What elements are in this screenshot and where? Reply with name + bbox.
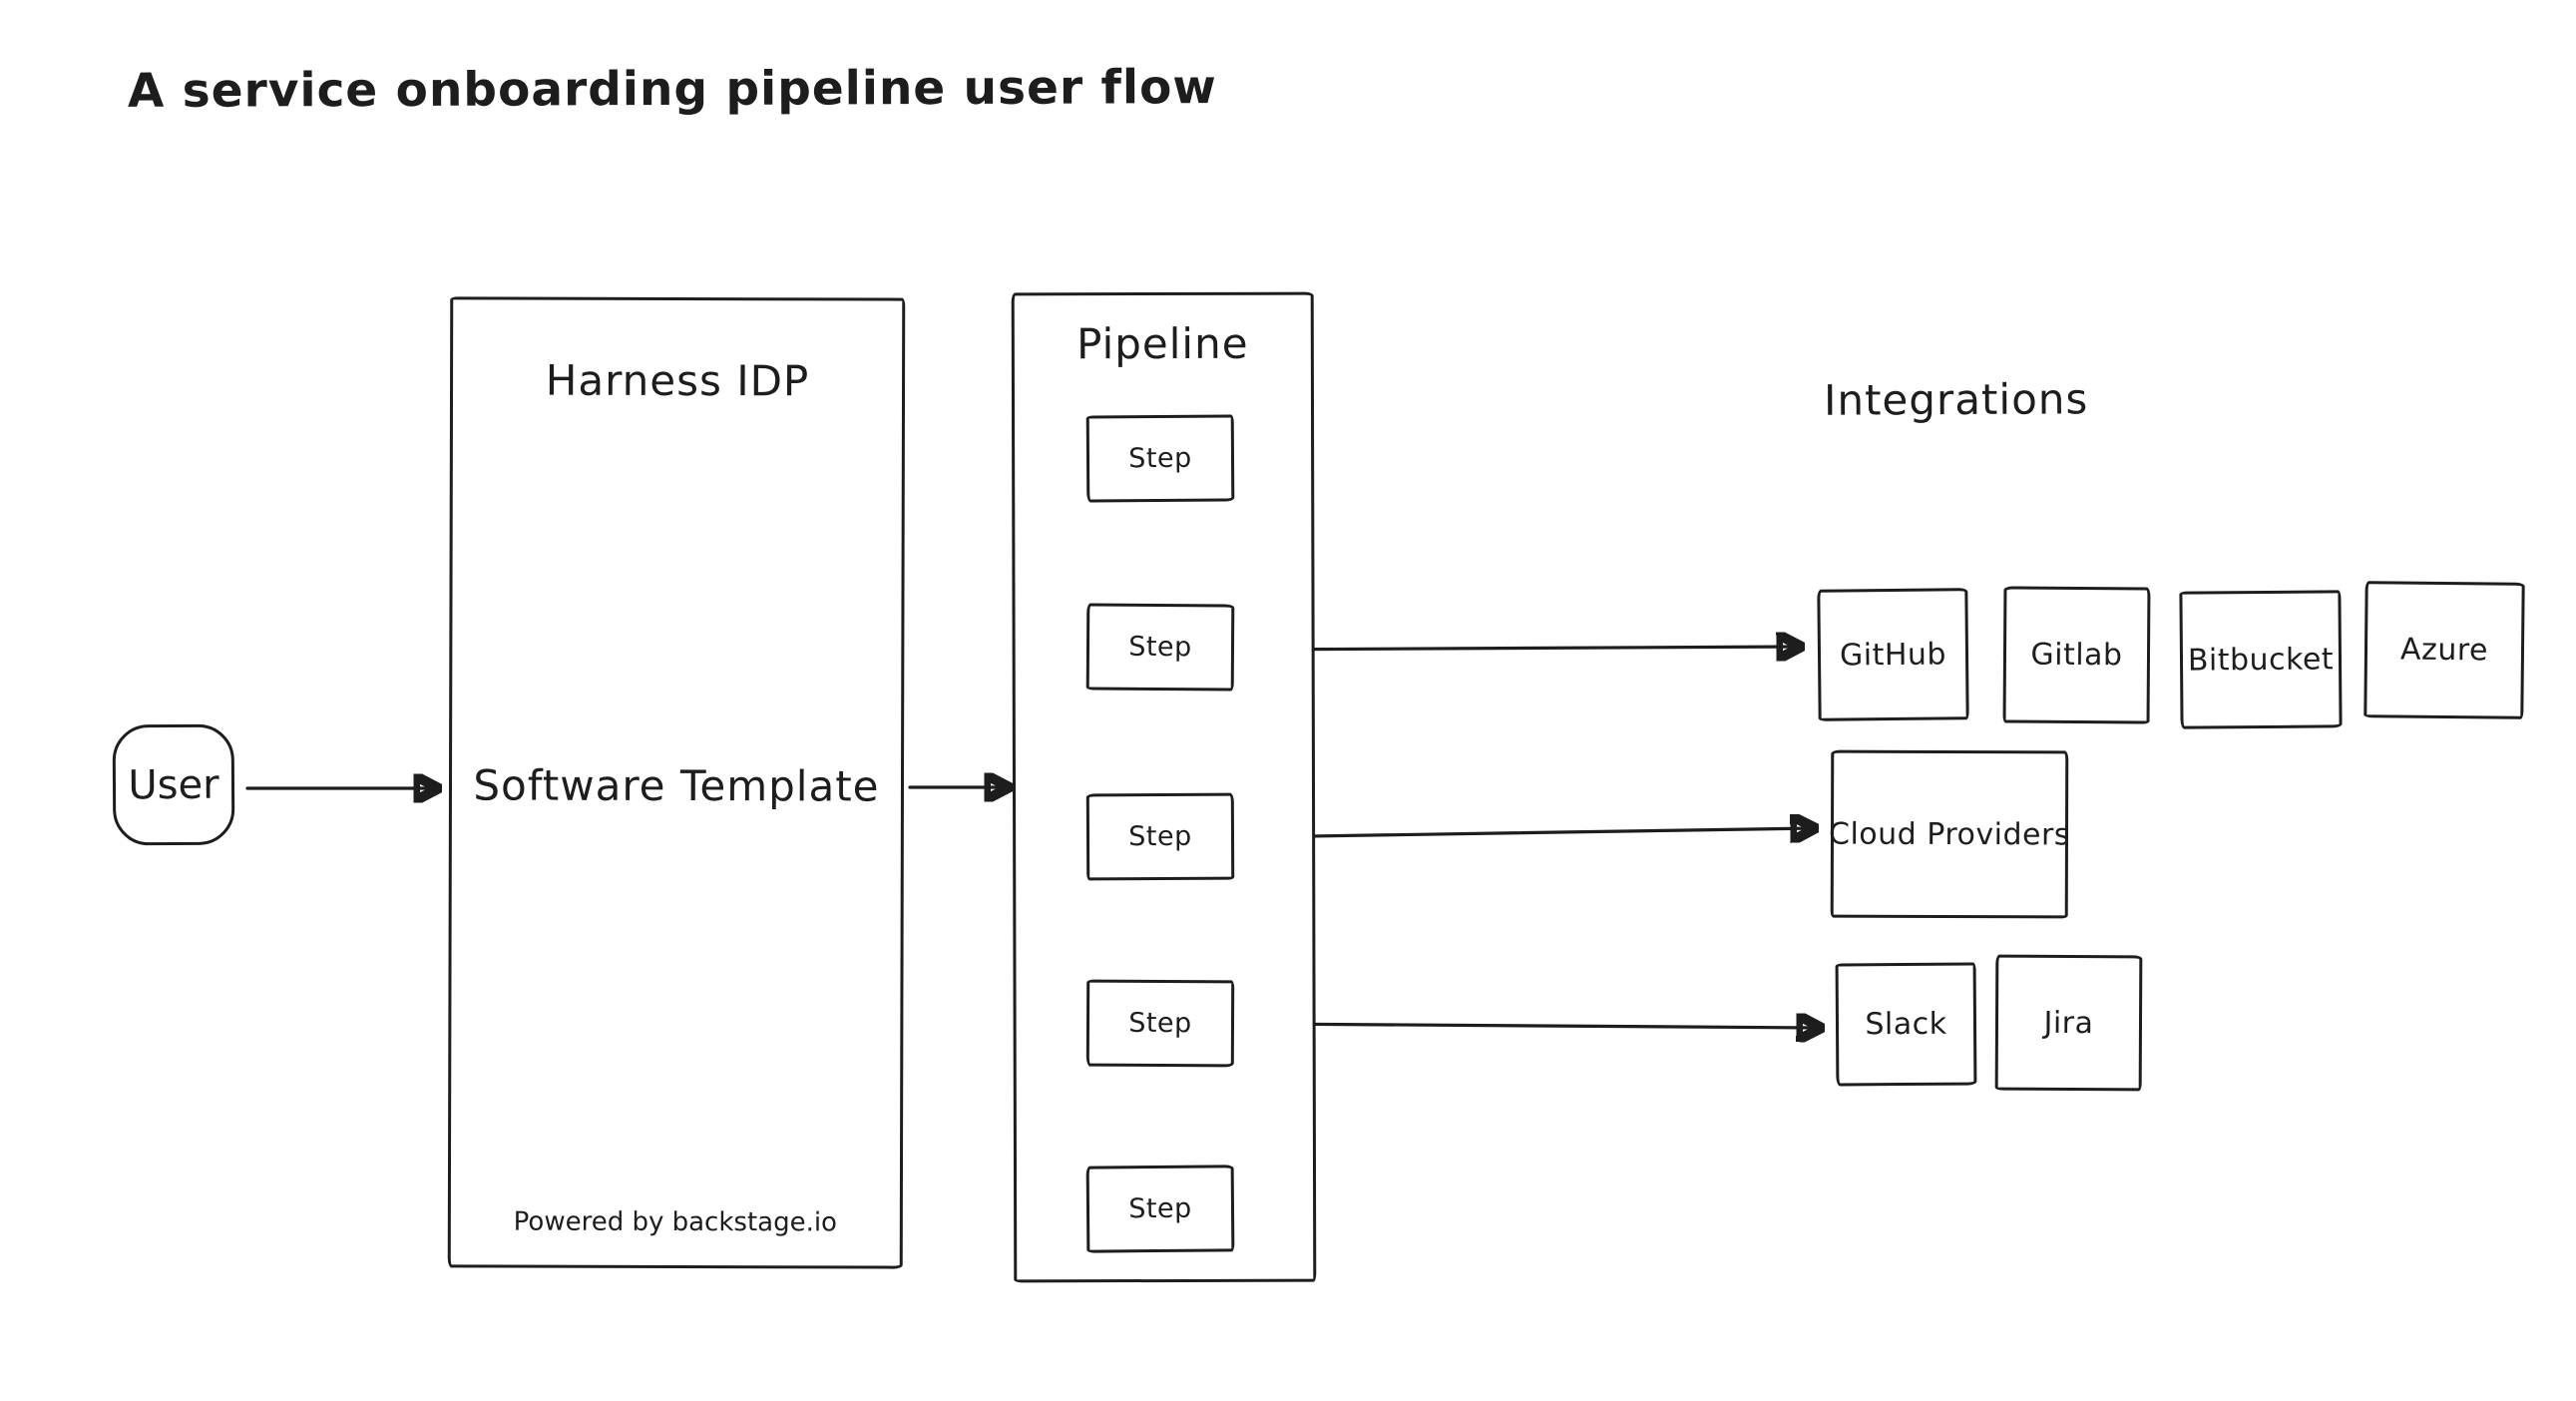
azure-label: Azure <box>2399 632 2489 669</box>
node-step-1: Step <box>1085 414 1235 503</box>
step-label: Step <box>1128 631 1192 664</box>
node-step-2: Step <box>1085 603 1235 692</box>
node-cloud-providers: Cloud Providers <box>1829 749 2070 919</box>
gitlab-label: Gitlab <box>2030 637 2123 674</box>
node-step-5: Step <box>1085 1165 1235 1253</box>
user-label: User <box>128 761 219 808</box>
integrations-header: Integrations <box>1823 374 2089 425</box>
pipeline-title: Pipeline <box>1076 318 1249 369</box>
jira-label: Jira <box>2043 1005 2094 1041</box>
powered-by-label: Powered by backstage.io <box>513 1206 838 1238</box>
bitbucket-label: Bitbucket <box>2187 641 2335 679</box>
node-slack: Slack <box>1835 962 1977 1087</box>
node-gitlab: Gitlab <box>2002 586 2151 724</box>
node-harness-idp: Harness IDP Software Template Powered by… <box>447 296 906 1269</box>
slack-label: Slack <box>1865 1006 1947 1043</box>
node-user: User <box>112 723 235 846</box>
cloud-providers-label: Cloud Providers <box>1829 816 2070 852</box>
github-label: GitHub <box>1839 636 1947 674</box>
edge-step3-to-cloud-arrow <box>1245 828 1814 837</box>
harness-title: Harness IDP <box>545 355 810 406</box>
node-azure: Azure <box>2363 581 2525 719</box>
software-template-label: Software Template <box>473 760 880 811</box>
node-jira: Jira <box>1994 954 2143 1092</box>
node-bitbucket: Bitbucket <box>2179 590 2343 729</box>
edge-step2-to-github-arrow <box>1241 647 1800 650</box>
edge-step4-to-slack-arrow <box>1257 1024 1820 1028</box>
node-github: GitHub <box>1817 588 1969 721</box>
step-label: Step <box>1128 1007 1192 1040</box>
step-label: Step <box>1128 1192 1192 1225</box>
step-label: Step <box>1128 820 1192 853</box>
node-step-3: Step <box>1085 792 1235 881</box>
step-label: Step <box>1128 442 1192 475</box>
diagram-title: A service onboarding pipeline user flow <box>127 60 1217 119</box>
node-step-4: Step <box>1085 979 1235 1068</box>
